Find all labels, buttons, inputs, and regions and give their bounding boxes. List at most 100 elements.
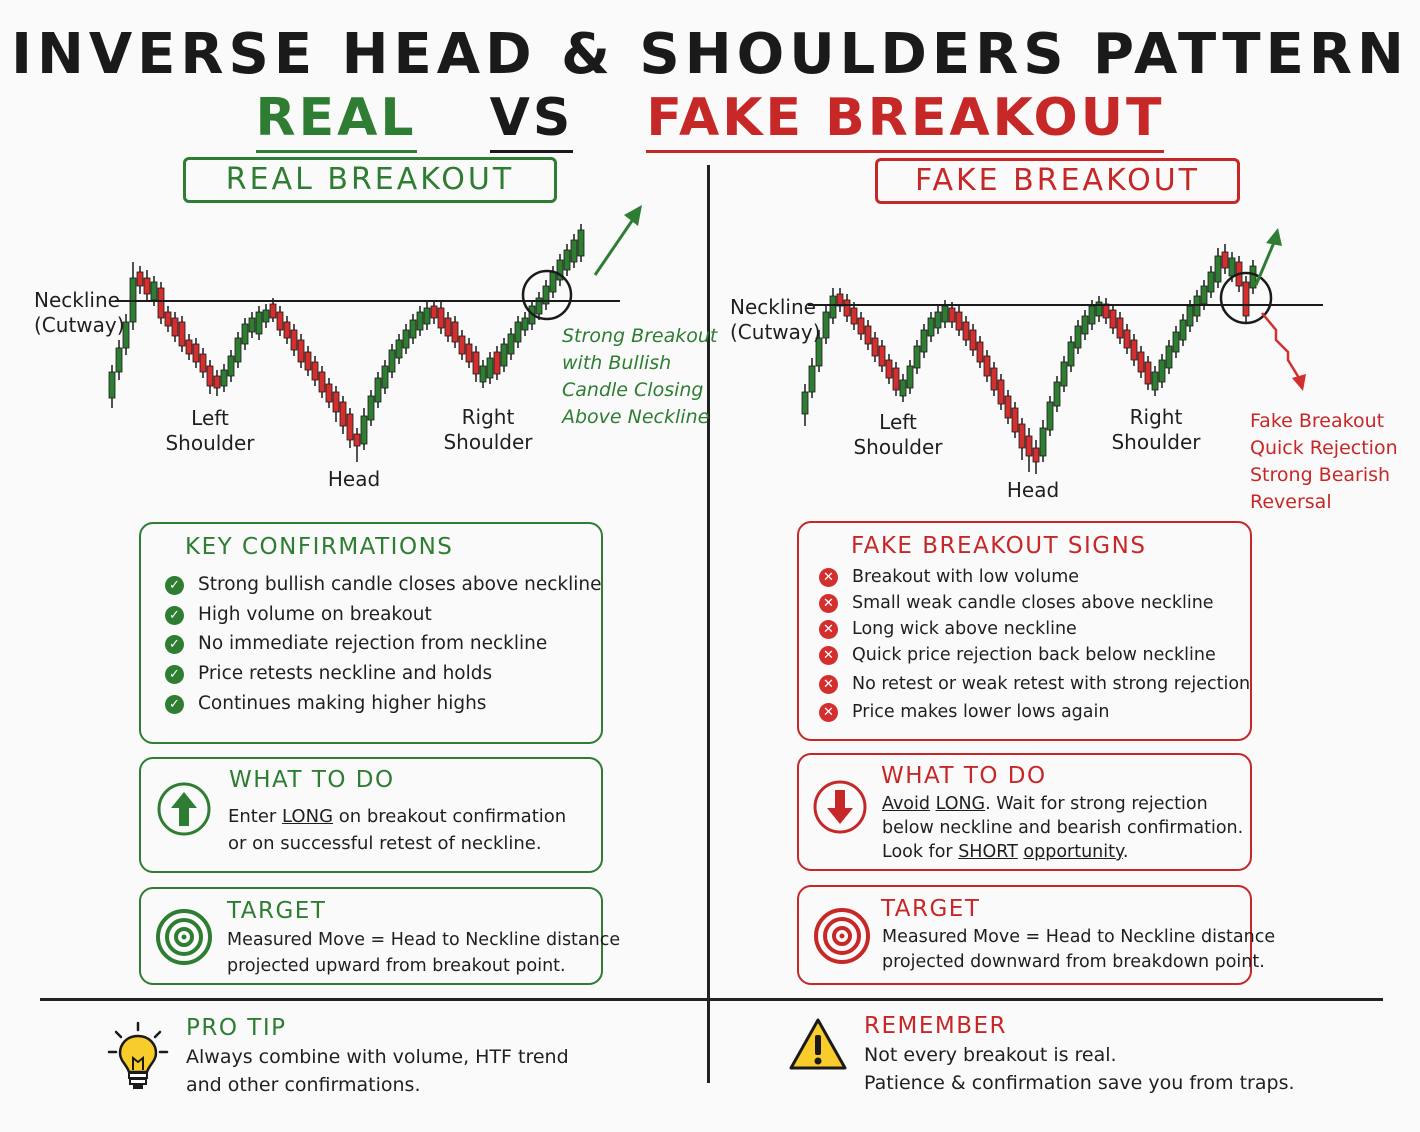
real-right-shoulder-label: Right Shoulder [443,405,533,454]
check-icon: ✓ [165,634,184,654]
fake-breakout-signs-card: FAKE BREAKOUT SIGNS ✕Breakout with low v… [797,521,1252,741]
candle [318,366,326,398]
candle [444,312,452,342]
candle [871,332,879,362]
candle [458,330,466,360]
list-item: ✕Small weak candle closes above neckline [819,593,1214,613]
candle [486,352,494,384]
candle [220,364,228,392]
candle [360,408,368,450]
candle [185,334,193,360]
candle [255,306,263,340]
candle [227,350,235,382]
candle [997,374,1005,410]
candle [395,334,403,364]
candle [493,346,501,380]
candle [1172,326,1180,358]
subtitle-fake: FAKE BREAKOUT [646,88,1165,153]
candle [542,280,550,310]
candle [311,356,319,386]
real-breakout-annotation: Strong Breakout with Bullish Candle Clos… [562,325,718,428]
candle [1060,356,1068,392]
candle [570,234,578,268]
page-subtitle: REAL VS FAKE BREAKOUT [0,88,1420,153]
candle [430,300,438,324]
real-what-to-do-card: WHAT TO DO Enter LONG on breakout confir… [139,757,603,873]
candle [1144,356,1152,390]
candle [1018,418,1026,460]
fake-chart [801,228,1323,474]
candle [892,362,900,396]
candle [388,344,396,378]
target-icon [814,908,870,964]
candle [1158,354,1166,388]
candle [290,324,298,356]
fake-what-to-do-card: WHAT TO DO Avoid LONG. Wait for strong r… [797,753,1252,871]
candle [143,270,151,300]
fake-what-to-do-title: WHAT TO DO [881,763,1047,789]
x-icon: ✕ [819,619,838,639]
candle [129,262,137,330]
real-breakout-circle [521,269,573,321]
candle [206,360,214,394]
fake-breakout-annotation: Fake Breakout Quick Rejection Strong Bea… [1250,410,1398,513]
up-arrow-icon [157,782,211,836]
candle [521,312,529,336]
candle [241,318,249,350]
candle [1221,244,1229,274]
fake-breakout-signs-title: FAKE BREAKOUT SIGNS [851,533,1147,559]
candle [913,340,921,374]
list-item: ✓High volume on breakout [165,604,432,625]
candle [262,304,270,328]
candle [157,282,165,324]
fake-target-title: TARGET [881,896,981,922]
candle [437,302,445,334]
fake-head-label: Head [1006,478,1060,502]
candle [556,254,564,286]
vertical-divider [707,165,710,1083]
remember-title: REMEMBER [864,1013,1008,1039]
candle [171,312,179,342]
candle [353,428,361,462]
key-confirmations-card: KEY CONFIRMATIONS ✓Strong bullish candle… [139,522,603,744]
candle [1011,402,1019,438]
candle [1109,304,1117,334]
candle [836,288,844,312]
fake-what-to-do-text: Avoid LONG. Wait for strong rejection be… [882,794,1244,862]
candle [1116,312,1124,344]
fake-neckline-label: Neckline (Cutway) [730,295,821,344]
candle [1123,324,1131,354]
fake-breakout-header: FAKE BREAKOUT [875,158,1240,204]
subtitle-real: REAL [255,88,417,153]
candle [920,324,928,358]
list-item: ✓No immediate rejection from neckline [165,633,547,654]
real-what-to-do-text: Enter LONG on breakout confirmation or o… [228,806,567,854]
list-item: ✓Price retests neckline and holds [165,663,492,684]
fake-target-card: TARGET Measured Move = Head to Neckline … [797,885,1275,985]
candle [472,346,480,382]
check-icon: ✓ [165,605,184,625]
candle [325,378,333,408]
candle [990,362,998,396]
candle [1067,336,1075,372]
candle [192,338,200,368]
fake-candles [801,244,1257,474]
candle [1151,366,1159,396]
candle [451,316,459,348]
candle [1179,314,1187,346]
fake-breakout-circle [1219,271,1273,325]
candle [304,346,312,376]
list-item: ✓Strong bullish candle closes above neck… [165,574,602,595]
pro-tip-text: Always combine with volume, HTF trend an… [186,1046,569,1096]
candle [815,330,823,372]
candle [1242,276,1250,324]
list-item: ✕Long wick above neckline [819,619,1077,639]
candle [465,338,473,368]
candle [248,312,256,338]
candle [983,350,991,382]
candle [1046,396,1054,436]
candle [878,340,886,372]
candle [136,266,144,294]
candle [402,324,410,354]
list-item: ✓Continues making higher highs [165,693,486,714]
